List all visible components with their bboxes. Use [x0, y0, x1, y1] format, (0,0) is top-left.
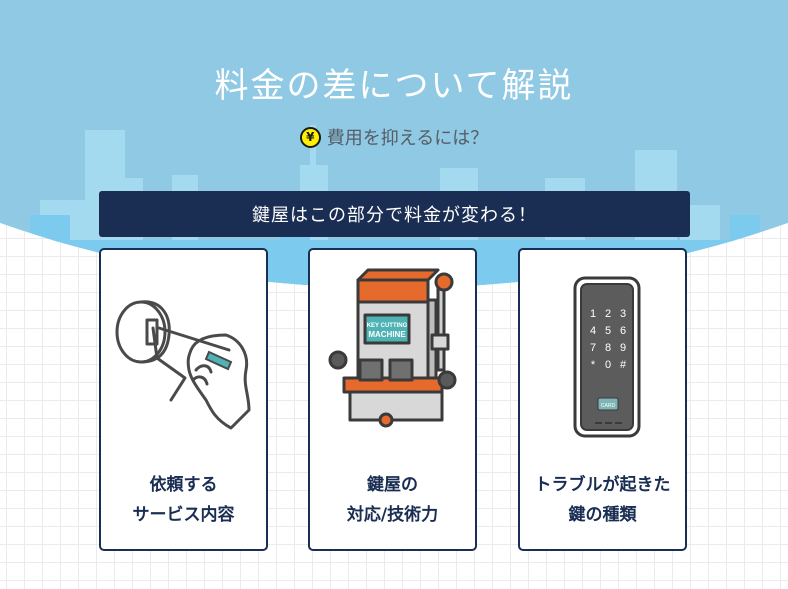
key-cutting-machine-icon: KEY CUTTING MACHINE: [328, 268, 457, 428]
svg-text:4: 4: [590, 325, 596, 337]
yen-coin-icon: ¥: [299, 126, 321, 148]
svg-text:8: 8: [605, 342, 611, 354]
svg-text:9: 9: [620, 342, 626, 354]
card-service-content: 依頼する サービス内容: [99, 248, 268, 551]
card-label: 鍵屋の 対応/技術力: [310, 470, 475, 530]
lock-picking-hand-icon: [115, 300, 251, 430]
svg-text:6: 6: [620, 325, 626, 337]
card-label: トラブルが起きた 鍵の種類: [520, 470, 685, 530]
banner-text: 鍵屋はこの部分で料金が変わる！: [252, 205, 537, 226]
svg-text:1: 1: [590, 308, 596, 320]
svg-text:7: 7: [590, 342, 596, 354]
subtitle-row: ¥ 費用を抑えるには？: [0, 124, 788, 150]
card-label-line1: トラブルが起きた: [534, 475, 671, 495]
svg-text:3: 3: [620, 308, 626, 320]
card-label-line2: サービス内容: [132, 505, 235, 525]
svg-text:*: *: [591, 359, 596, 371]
svg-text:#: #: [620, 359, 627, 371]
card-label-line1: 依頼する: [149, 475, 218, 495]
subtitle-text: 費用を抑えるには？: [326, 128, 489, 149]
svg-text:2: 2: [605, 308, 611, 320]
page-title: 料金の差について解説: [214, 66, 574, 106]
machine-label-line2: MACHINE: [368, 330, 406, 339]
section-banner: 鍵屋はこの部分で料金が変わる！: [99, 191, 690, 237]
card-reader-label: CARD: [601, 403, 616, 409]
machine-label-line1: KEY CUTTING: [367, 323, 408, 329]
card-label-line2: 対応/技術力: [346, 505, 439, 525]
card-locksmith-skill: KEY CUTTING MACHINE 鍵屋の 対応/技術力: [308, 248, 477, 551]
svg-text:0: 0: [605, 359, 611, 371]
card-label: 依頼する サービス内容: [101, 470, 266, 530]
card-label-line2: 鍵の種類: [568, 505, 637, 525]
svg-text:5: 5: [605, 325, 611, 337]
card-label-line1: 鍵屋の: [367, 475, 418, 495]
